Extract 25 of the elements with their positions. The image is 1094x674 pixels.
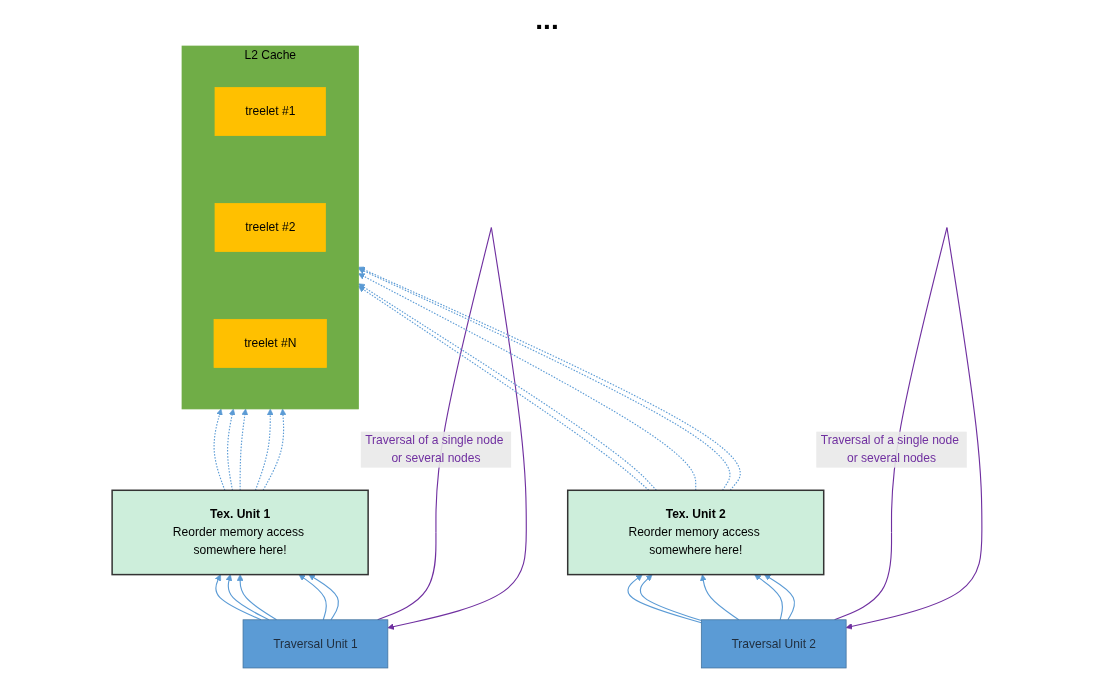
arrow (214, 574, 262, 621)
ellipsis-label: ... (535, 4, 559, 35)
edge-label: Traversal of a single node or several nodes (365, 433, 504, 465)
edge-label: Traversal of a single node or several nodes (820, 433, 959, 465)
arrow (213, 408, 226, 491)
node-box: treelet #2 (214, 203, 326, 252)
arrow (308, 574, 340, 621)
arrow (754, 574, 784, 621)
arrow (239, 408, 249, 491)
node-box: treelet #1 (214, 87, 326, 136)
arrow (298, 574, 327, 621)
arrow (227, 408, 236, 491)
arrow (236, 574, 278, 621)
arrow (700, 574, 740, 621)
node-box: Tex. Unit 1 Reorder memory access somewhere here! (111, 489, 369, 576)
arrow (627, 574, 702, 624)
node-box: Traversal Unit 2 (700, 619, 847, 669)
node-box: Traversal Unit 1 (242, 619, 389, 669)
arrow (639, 574, 702, 622)
arrow (262, 408, 287, 491)
arrow (764, 574, 796, 621)
node-box: Tex. Unit 2 Reorder memory access somewhere here! (566, 489, 825, 576)
arrow (254, 408, 274, 491)
arrow (225, 574, 270, 621)
node-box: treelet #N (213, 318, 327, 368)
